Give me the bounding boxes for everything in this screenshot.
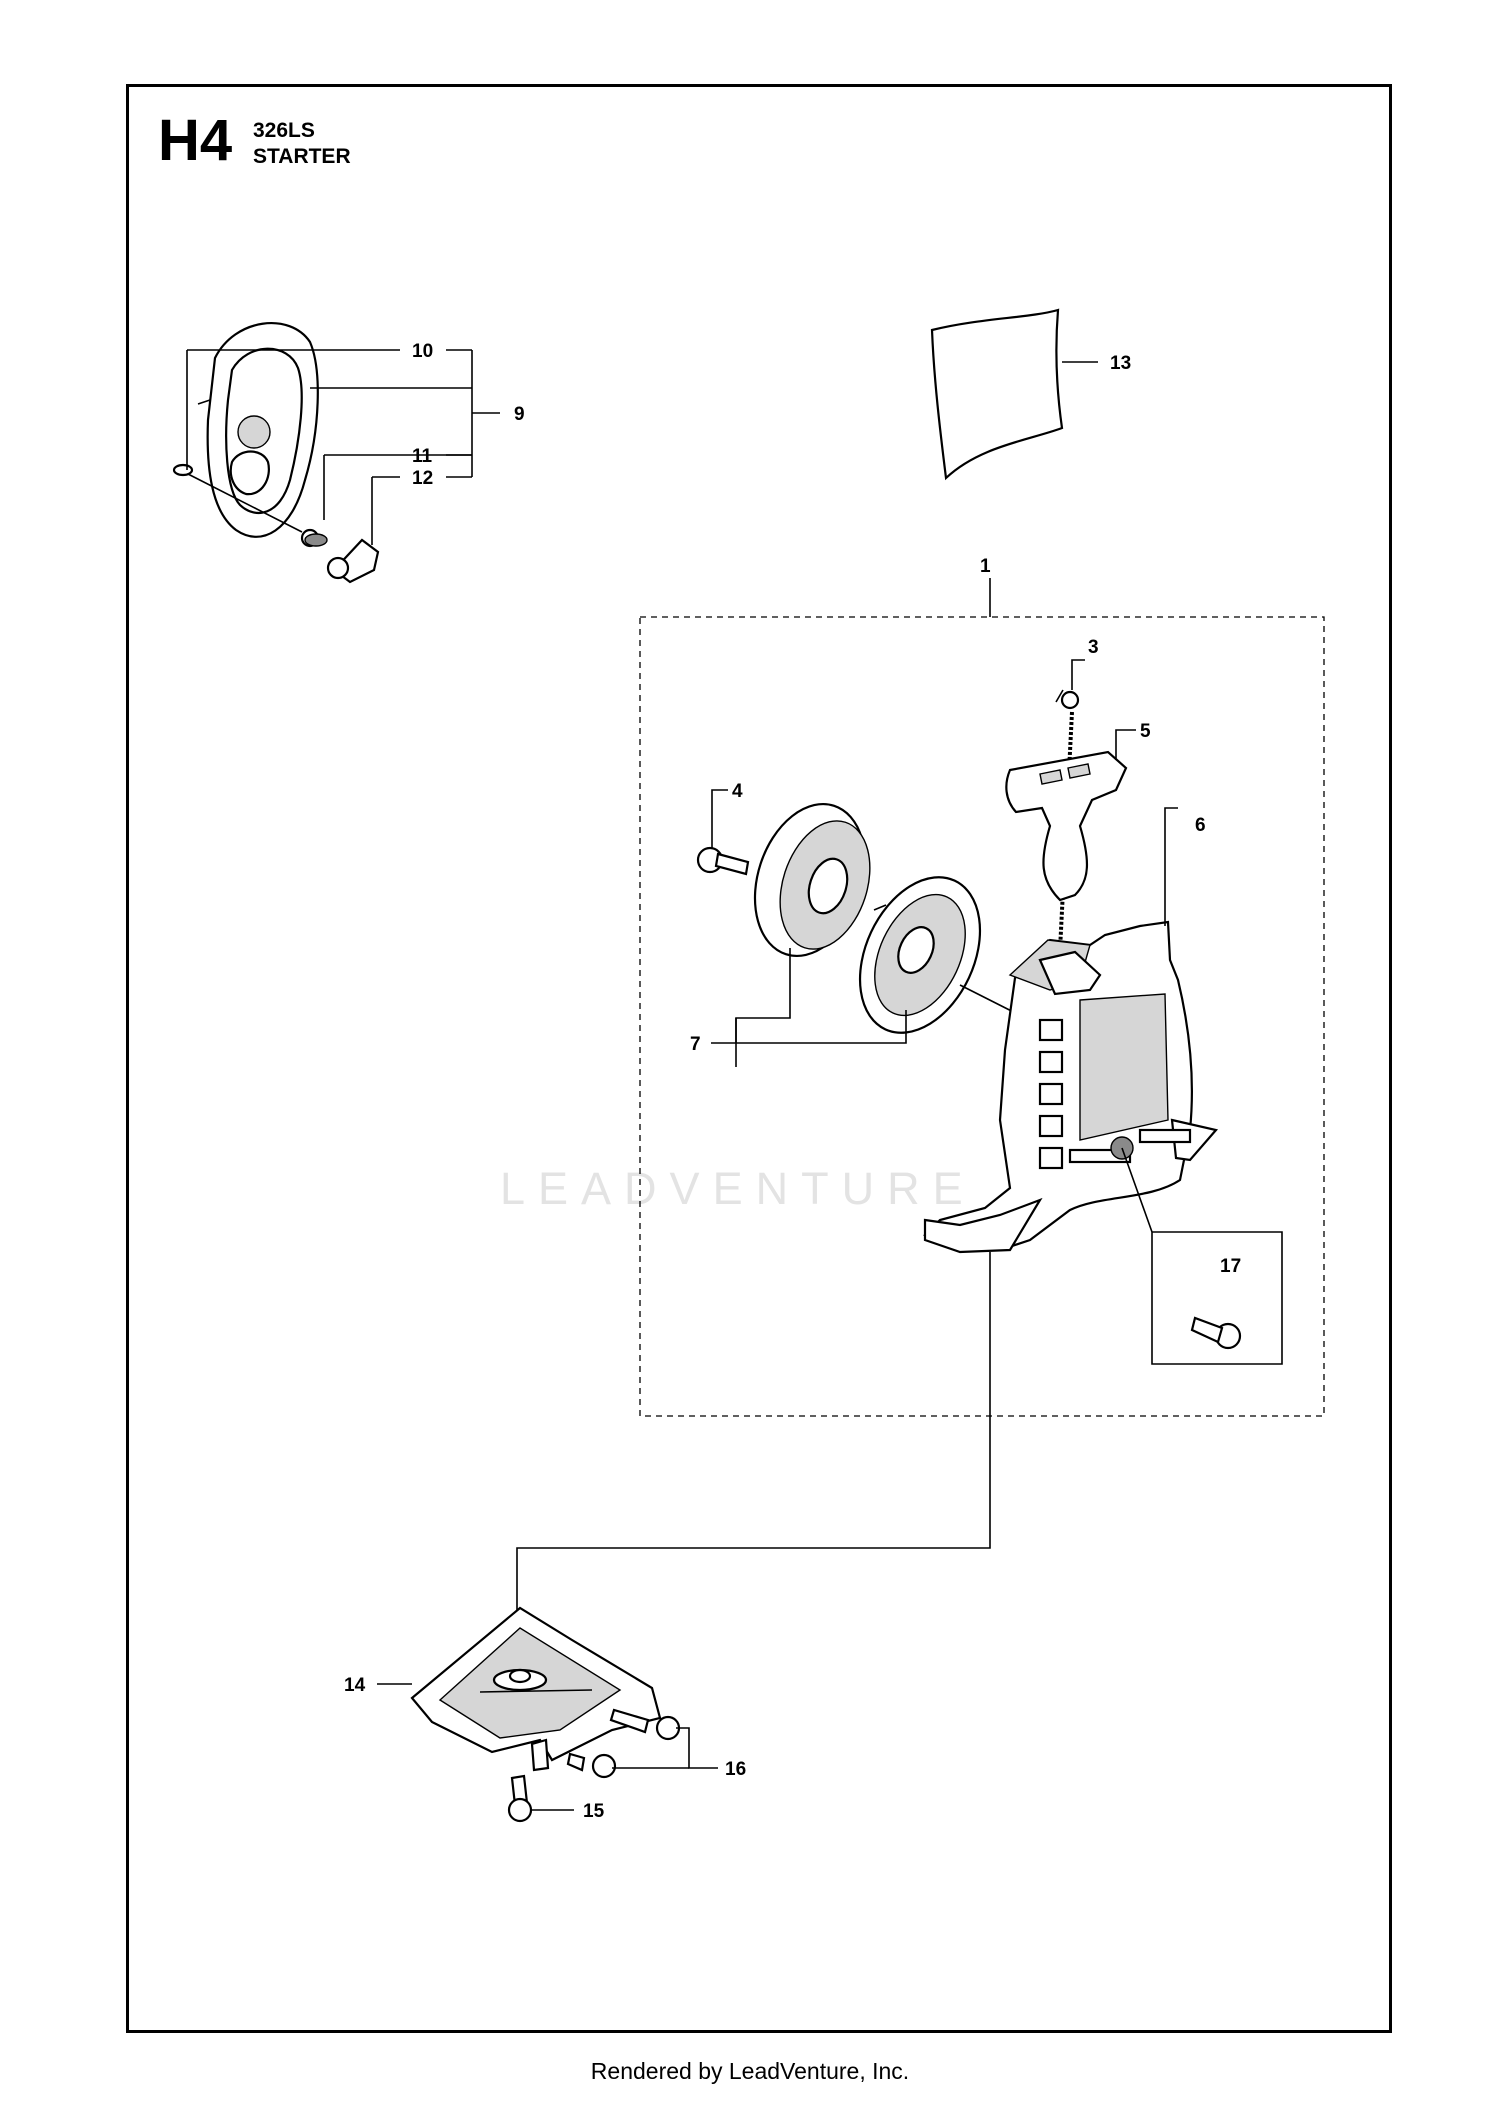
callout-1[interactable]: 1 [980,556,991,577]
callout-4[interactable]: 4 [732,781,743,802]
starter-pawl[interactable] [326,538,380,584]
callout-17[interactable]: 17 [1220,1256,1241,1277]
mounting-bracket[interactable] [410,1606,662,1772]
callout-12[interactable]: 12 [412,468,433,489]
callout-13[interactable]: 13 [1110,353,1131,374]
model-name: 326LS [253,119,315,142]
starter-housing[interactable] [923,920,1219,1254]
callout-6[interactable]: 6 [1195,815,1206,836]
footer-credit: Rendered by LeadVenture, Inc. [590,2058,910,2084]
callout-11[interactable]: 11 [412,446,433,467]
callout-5[interactable]: 5 [1140,721,1151,742]
section-title: STARTER [253,145,351,168]
recoil-spring[interactable] [836,858,1056,1052]
callout-15[interactable]: 15 [583,1801,605,1822]
pulley-screw[interactable] [696,846,750,876]
callout-7[interactable]: 7 [690,1034,701,1055]
callout-14[interactable]: 14 [344,1675,366,1696]
callout-10[interactable]: 10 [412,341,433,362]
watermark-text: LEADVENTURE [500,1163,976,1214]
pawl-washer[interactable] [304,533,328,547]
bracket-bolt[interactable] [507,1774,533,1823]
starter-rope[interactable] [1055,689,1080,951]
starter-pawl-cover[interactable] [197,322,319,538]
callout-16[interactable]: 16 [725,1759,746,1780]
section-code: H4 [158,108,233,173]
diagram-frame [126,84,1392,2033]
bracket-screw-b[interactable] [566,1752,617,1779]
housing-screw[interactable] [1190,1316,1242,1350]
decal-part[interactable] [930,308,1064,481]
starter-handle[interactable] [1005,750,1128,902]
starter-assembly-box [639,616,1325,1417]
callout-9[interactable]: 9 [514,404,525,425]
callout-3[interactable]: 3 [1088,637,1099,658]
bracket-screw-a[interactable] [609,1708,681,1741]
starter-pulley[interactable] [736,790,885,971]
